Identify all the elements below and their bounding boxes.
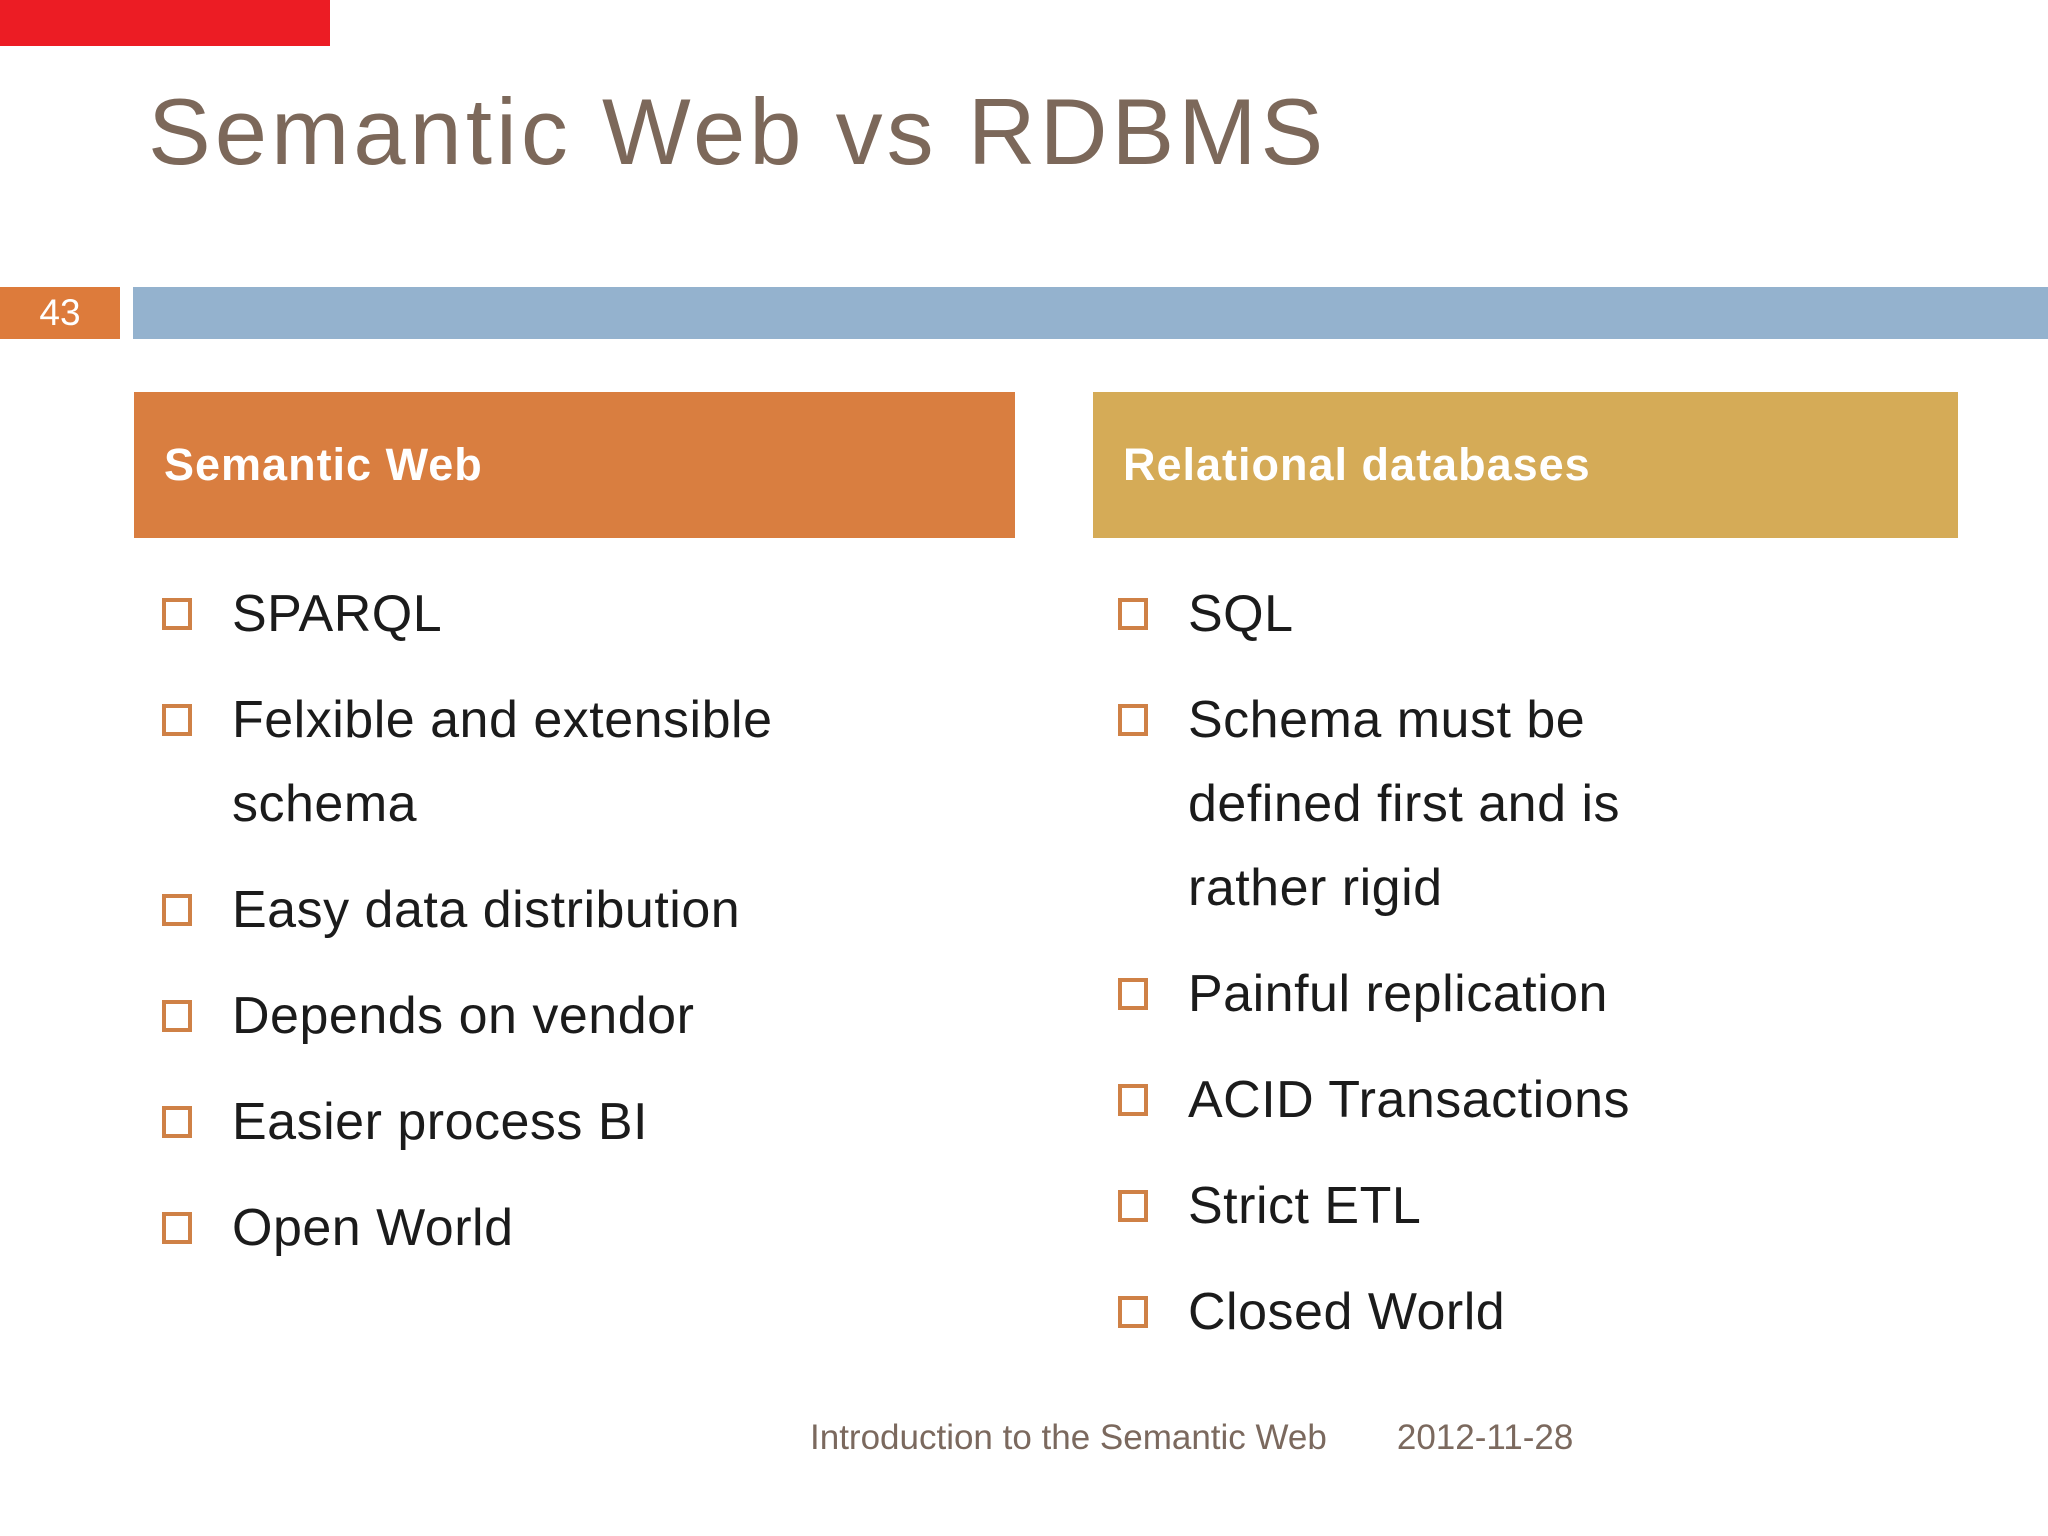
bullet-text: Closed World — [1188, 1283, 1506, 1341]
list-item: Easier process BI — [162, 1080, 1022, 1164]
bullet-square-icon — [162, 704, 192, 736]
bullet-text: Open World — [232, 1199, 514, 1257]
list-item: SQL — [1118, 572, 1978, 656]
left-column-header-label: Semantic Web — [164, 439, 483, 490]
footer-date: 2012-11-28 — [1396, 1418, 1574, 1457]
red-corner-bar — [0, 0, 330, 46]
bullet-square-icon — [162, 1106, 192, 1138]
slide-number-badge: 43 — [0, 287, 120, 339]
bullet-square-icon — [162, 598, 192, 630]
bullet-square-icon — [162, 1212, 192, 1244]
list-item: SPARQL — [162, 572, 1022, 656]
list-item: Felxible and extensible schema — [162, 678, 1022, 846]
bullet-square-icon — [1118, 978, 1148, 1010]
bullet-text: Easy data distribution — [232, 881, 741, 939]
bullet-square-icon — [162, 1000, 192, 1032]
bullet-text: Depends on vendor — [232, 987, 695, 1045]
bullet-square-icon — [162, 894, 192, 926]
list-item: Closed World — [1118, 1270, 1978, 1354]
bullet-text: Strict ETL — [1188, 1177, 1422, 1235]
bullet-square-icon — [1118, 1084, 1148, 1116]
right-column-list: SQL Schema must be defined first and is … — [1118, 572, 1978, 1376]
bullet-text: Easier process BI — [232, 1093, 648, 1151]
slide-number: 43 — [39, 292, 81, 333]
bullet-text: SQL — [1188, 585, 1294, 643]
right-column-header-label: Relational databases — [1123, 439, 1591, 490]
left-column-header: Semantic Web — [134, 392, 1015, 538]
list-item: Depends on vendor — [162, 974, 1022, 1058]
bullet-square-icon — [1118, 1296, 1148, 1328]
bullet-square-icon — [1118, 1190, 1148, 1222]
footer: Introduction to the Semantic Web 2012-11… — [810, 1418, 1573, 1458]
bullet-text: Felxible and extensible schema — [232, 691, 773, 833]
bullet-text: ACID Transactions — [1188, 1071, 1630, 1129]
bullet-text: Schema must be defined first and is rath… — [1188, 691, 1621, 917]
list-item: ACID Transactions — [1118, 1058, 1978, 1142]
left-column-list: SPARQL Felxible and extensible schema Ea… — [162, 572, 1022, 1292]
bullet-square-icon — [1118, 704, 1148, 736]
accent-bar — [133, 287, 2048, 339]
slide-title: Semantic Web vs RDBMS — [148, 79, 1328, 184]
bullet-text: Painful replication — [1188, 965, 1608, 1023]
list-item: Strict ETL — [1118, 1164, 1978, 1248]
bullet-square-icon — [1118, 598, 1148, 630]
right-column-header: Relational databases — [1093, 392, 1958, 538]
list-item: Schema must be defined first and is rath… — [1118, 678, 1978, 930]
list-item: Open World — [162, 1186, 1022, 1270]
bullet-text: SPARQL — [232, 585, 443, 643]
list-item: Easy data distribution — [162, 868, 1022, 952]
list-item: Painful replication — [1118, 952, 1978, 1036]
footer-title: Introduction to the Semantic Web — [810, 1418, 1327, 1457]
